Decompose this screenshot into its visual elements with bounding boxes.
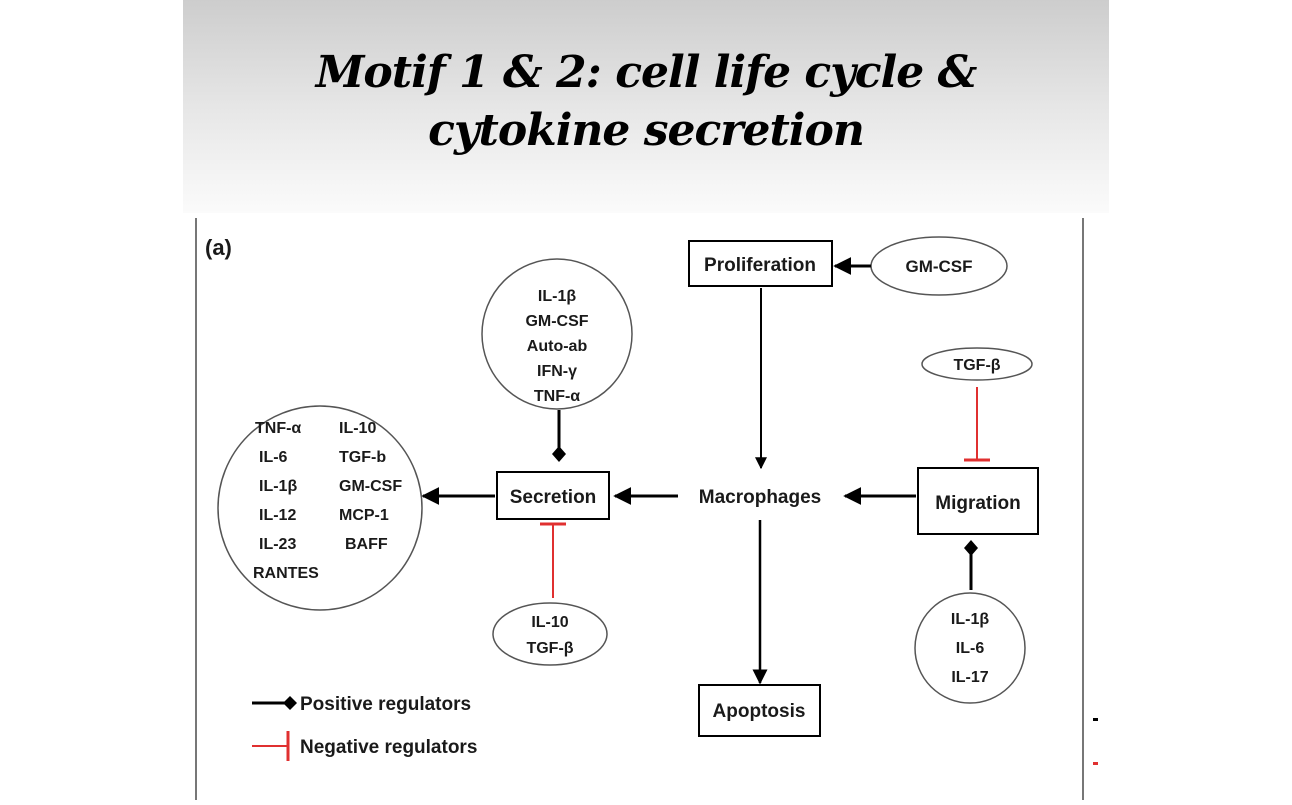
- secreted-cytokines-node: TNF-α IL-6 IL-1β IL-12 IL-23 RANTES IL-1…: [217, 405, 423, 611]
- secretion-label: Secretion: [510, 487, 597, 508]
- legend-positive-diamond-icon: [283, 696, 297, 710]
- secretion-node: Secretion: [496, 471, 610, 520]
- slide-title-line-2: cytokine secretion: [428, 105, 865, 156]
- migration-regulator-il1b: IL-1β: [951, 611, 989, 628]
- cytokine-il10: IL-10: [339, 420, 376, 437]
- proliferation-label: Proliferation: [704, 255, 816, 276]
- migration-negative-tgfb: TGF-β: [953, 357, 1000, 374]
- secretion-negative-il10: IL-10: [531, 614, 568, 631]
- panel-label: (a): [205, 235, 232, 260]
- macrophages-node: Macrophages: [699, 487, 821, 508]
- migration-node: Migration: [917, 467, 1039, 535]
- secretion-regulator-gmcsf: GM-CSF: [525, 313, 588, 330]
- apoptosis-node: Apoptosis: [698, 684, 821, 737]
- cytokine-il1b: IL-1β: [259, 478, 297, 495]
- migration-negative-regulator-node: TGF-β: [921, 347, 1033, 381]
- gm-csf-regulator-node: GM-CSF: [870, 236, 1008, 296]
- proliferation-node: Proliferation: [688, 240, 833, 287]
- migration-regulator-il17: IL-17: [951, 669, 988, 686]
- clipped-legend-mark-red: [1093, 762, 1098, 765]
- cytokine-il6: IL-6: [259, 449, 288, 466]
- secretion-positive-regulators-node: IL-1β GM-CSF Auto-ab IFN-γ TNF-α: [481, 258, 633, 410]
- slide-title: Motif 1 & 2: cell life cycle & cytokine …: [183, 44, 1109, 160]
- slide-header: Motif 1 & 2: cell life cycle & cytokine …: [183, 0, 1109, 213]
- cytokine-gmcsf: GM-CSF: [339, 478, 402, 495]
- migration-label: Migration: [935, 493, 1021, 514]
- secretion-regulator-tnfa: TNF-α: [534, 388, 580, 405]
- secretion-positive-diamond-icon: [552, 446, 566, 462]
- pathway-figure: (a) Proliferation GM-CSF Macrophages Apo…: [183, 213, 1109, 800]
- cytokine-rantes: RANTES: [253, 565, 319, 582]
- slide-title-line-1: Motif 1 & 2: cell life cycle &: [315, 47, 978, 98]
- cytokine-mcp1: MCP-1: [339, 507, 389, 524]
- apoptosis-label: Apoptosis: [713, 701, 806, 722]
- legend-positive-label: Positive regulators: [300, 694, 471, 715]
- legend-negative-label: Negative regulators: [300, 737, 477, 758]
- secretion-negative-regulators-node: IL-10 TGF-β: [492, 602, 608, 666]
- secretion-negative-tgfb: TGF-β: [526, 640, 573, 657]
- secretion-regulator-autoab: Auto-ab: [527, 338, 588, 355]
- cytokine-tgfb: TGF-b: [339, 449, 386, 466]
- cytokine-tnfa: TNF-α: [255, 420, 301, 437]
- secretion-regulator-ifng: IFN-γ: [537, 363, 577, 380]
- legend: Positive regulators Negative regulators: [252, 694, 477, 761]
- migration-positive-regulators-node: IL-1β IL-6 IL-17: [914, 592, 1026, 704]
- gm-csf-label: GM-CSF: [905, 257, 972, 276]
- secretion-regulator-il1b: IL-1β: [538, 288, 576, 305]
- cytokine-il12: IL-12: [259, 507, 296, 524]
- clipped-legend-mark-black: [1093, 718, 1098, 721]
- cytokine-baff: BAFF: [345, 536, 388, 553]
- migration-positive-diamond-icon: [964, 540, 978, 556]
- cytokine-il23: IL-23: [259, 536, 296, 553]
- migration-regulator-il6: IL-6: [956, 640, 985, 657]
